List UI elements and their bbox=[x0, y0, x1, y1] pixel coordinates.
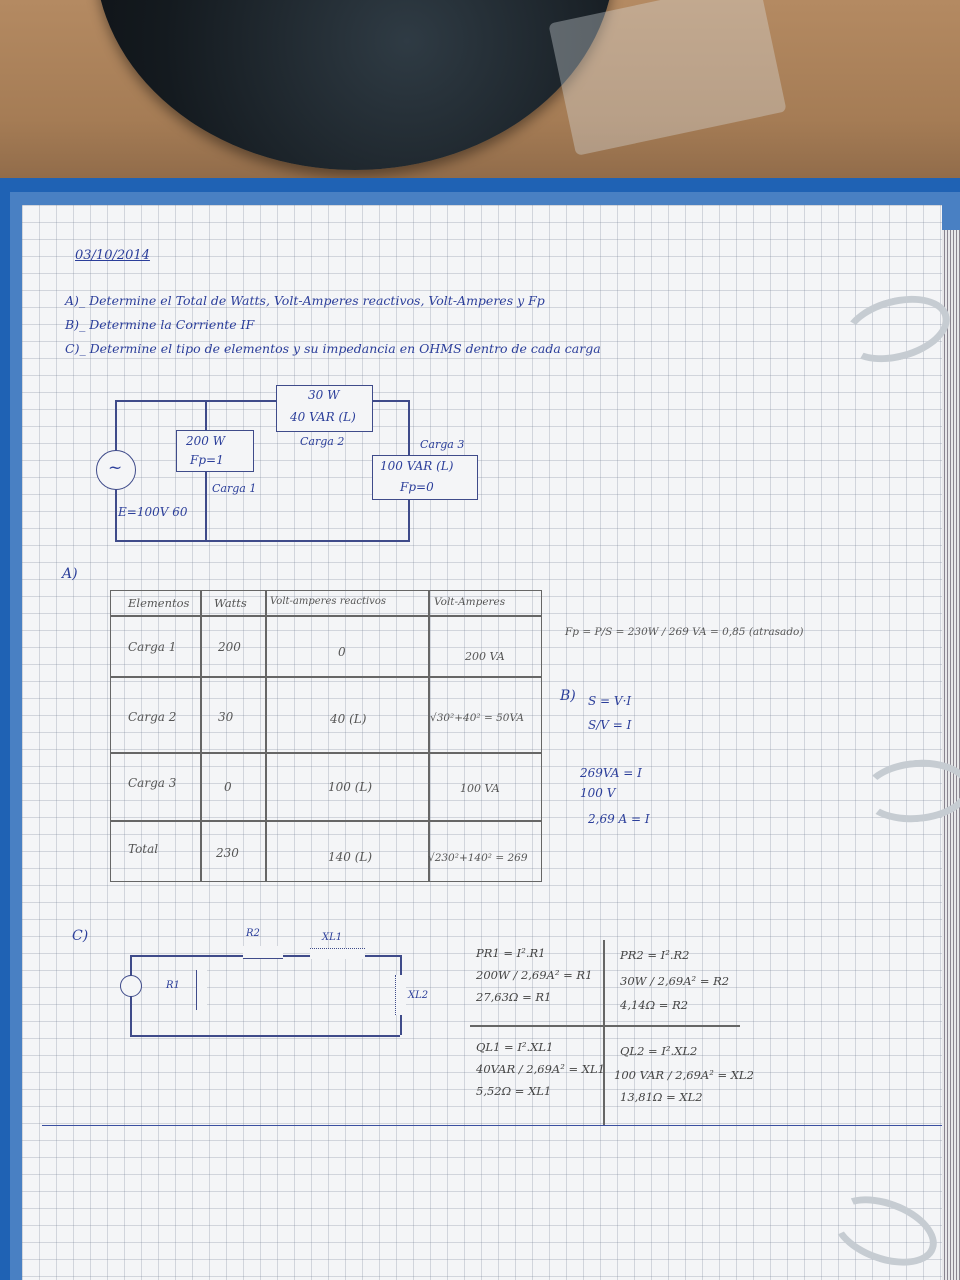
date-header: 03/10/2014 bbox=[75, 248, 150, 263]
row2-element: Carga 2 bbox=[128, 710, 177, 724]
bottom-margin-line bbox=[42, 1125, 942, 1126]
xl2-label: XL2 bbox=[408, 990, 429, 1001]
r1-label: R1 bbox=[166, 980, 180, 991]
row3-watts: 0 bbox=[224, 780, 232, 794]
calc-r2-3: 4,14Ω = R2 bbox=[620, 998, 689, 1012]
section-c-label: C) bbox=[72, 928, 89, 944]
fp-calculation: Fp = P/S = 230W / 269 VA = 0,85 (atrasad… bbox=[565, 626, 804, 638]
calc-r2-2: 30W / 2,69A² = R2 bbox=[620, 974, 730, 988]
load2-name: Carga 2 bbox=[300, 435, 345, 448]
b-line-3: 269VA = I bbox=[580, 766, 642, 780]
calc-xl2-2: 100 VAR / 2,69A² = XL2 bbox=[614, 1068, 754, 1082]
load1-watts: 200 W bbox=[186, 434, 226, 448]
col-header-elements: Elementos bbox=[128, 596, 190, 610]
calc-xl2-3: 13,81Ω = XL2 bbox=[620, 1090, 703, 1104]
calc-xl1-1: QL1 = I².XL1 bbox=[476, 1040, 554, 1054]
load2-box bbox=[276, 385, 373, 432]
load2-watts: 30 W bbox=[308, 388, 340, 402]
row3-element: Carga 3 bbox=[128, 776, 177, 790]
calc-r2-1: PR2 = I².R2 bbox=[620, 948, 690, 962]
source-label: E=100V 60 bbox=[118, 505, 188, 519]
b-line-4: 100 V bbox=[580, 786, 616, 800]
xl1-label: XL1 bbox=[322, 932, 343, 943]
load1-name: Carga 1 bbox=[212, 482, 257, 495]
inductor-xl2-icon bbox=[395, 975, 406, 1015]
row4-element: Total bbox=[128, 842, 159, 856]
ac-source-small-icon bbox=[120, 975, 142, 997]
calc-xl1-2: 40VAR / 2,69A² = XL1 bbox=[476, 1062, 605, 1076]
calc-xl2-1: QL2 = I².XL2 bbox=[620, 1044, 698, 1058]
b-line-2: S/V = I bbox=[588, 718, 632, 732]
row4-watts: 230 bbox=[216, 846, 239, 860]
load2-var: 40 VAR (L) bbox=[290, 410, 356, 424]
calc-r1-2: 200W / 2,69A² = R1 bbox=[476, 968, 593, 982]
statement-b: B)_ Determine la Corriente IF bbox=[65, 317, 255, 332]
b-line-5: 2,69 A = I bbox=[588, 812, 650, 826]
calc-grid-hline bbox=[470, 1025, 740, 1027]
row1-watts: 200 bbox=[218, 640, 241, 654]
load1-fp: Fp=1 bbox=[190, 453, 224, 467]
row2-va: √30²+40² = 50VA bbox=[430, 712, 524, 724]
statement-c: C)_ Determine el tipo de elementos y su … bbox=[65, 341, 601, 356]
row1-var: 0 bbox=[338, 645, 346, 659]
b-line-1: S = V·I bbox=[588, 694, 632, 708]
load1-box bbox=[176, 430, 254, 472]
col-header-var: Volt-amperes reactivos bbox=[270, 596, 386, 607]
ac-source-icon: ~ bbox=[96, 450, 136, 490]
notebook-page bbox=[22, 205, 942, 1280]
calc-grid-vline bbox=[603, 940, 605, 1125]
calc-xl1-3: 5,52Ω = XL1 bbox=[476, 1084, 552, 1098]
row3-var: 100 (L) bbox=[328, 780, 373, 794]
resistor-r1-icon bbox=[196, 970, 207, 1010]
inductor-xl1-icon bbox=[310, 948, 365, 959]
resistor-r2-icon bbox=[243, 946, 283, 959]
col-header-watts: Watts bbox=[214, 596, 247, 610]
section-a-label: A) bbox=[62, 566, 78, 582]
row1-va: 200 VA bbox=[465, 650, 505, 663]
row4-va: √230²+140² = 269 bbox=[428, 852, 528, 864]
load3-name: Carga 3 bbox=[420, 438, 465, 451]
load3-box bbox=[372, 455, 478, 500]
load3-var: 100 VAR (L) bbox=[380, 459, 454, 473]
calc-r1-3: 27,63Ω = R1 bbox=[476, 990, 552, 1004]
row2-var: 40 (L) bbox=[330, 712, 367, 726]
calc-r1-1: PR1 = I².R1 bbox=[476, 946, 546, 960]
row2-watts: 30 bbox=[218, 710, 234, 724]
row3-va: 100 VA bbox=[460, 782, 500, 795]
statement-a: A)_ Determine el Total de Watts, Volt-Am… bbox=[65, 293, 545, 308]
row4-var: 140 (L) bbox=[328, 850, 373, 864]
row1-element: Carga 1 bbox=[128, 640, 177, 654]
load3-fp: Fp=0 bbox=[400, 480, 434, 494]
section-b-label: B) bbox=[560, 688, 576, 704]
col-header-va: Volt-Amperes bbox=[434, 596, 506, 608]
r2-label: R2 bbox=[246, 928, 260, 939]
